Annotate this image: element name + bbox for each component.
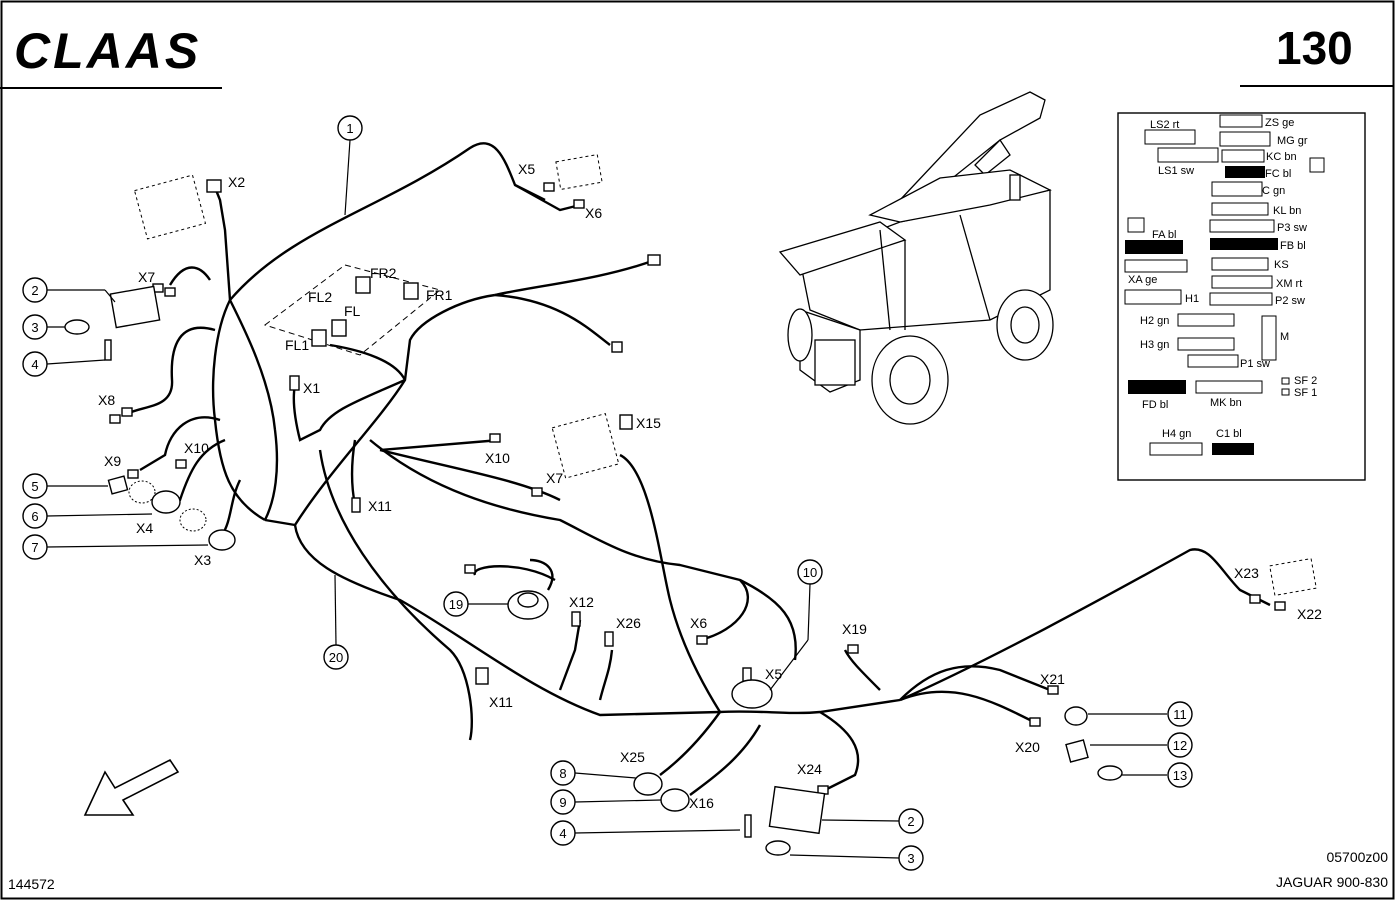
svg-text:X15: X15 [636, 415, 661, 431]
svg-text:8: 8 [559, 766, 566, 781]
svg-text:H2 gn: H2 gn [1140, 315, 1169, 327]
connector-group-box [263, 264, 442, 356]
svg-text:X2: X2 [228, 174, 245, 190]
svg-text:LS1 sw: LS1 sw [1158, 165, 1194, 177]
svg-text:X6: X6 [690, 615, 707, 631]
connector-labels: X2 X5 X6 X7 X8 X9 X10 X4 X3 X1 FR2 FR1 F… [98, 161, 1322, 811]
svg-text:X11: X11 [368, 498, 392, 514]
svg-text:C1 bl: C1 bl [1216, 428, 1242, 440]
svg-text:X3: X3 [194, 552, 211, 568]
svg-text:FR1: FR1 [426, 287, 453, 303]
svg-text:H3 gn: H3 gn [1140, 339, 1169, 351]
svg-text:FA bl: FA bl [1152, 229, 1176, 241]
svg-text:FC bl: FC bl [1265, 168, 1291, 180]
svg-text:10: 10 [803, 565, 817, 580]
svg-text:X10: X10 [184, 440, 209, 456]
reference-code: 05700z00 [1326, 849, 1388, 865]
drawing-id: 144572 [8, 876, 55, 892]
svg-text:XM rt: XM rt [1276, 278, 1302, 290]
svg-text:H4 gn: H4 gn [1162, 428, 1191, 440]
svg-text:X12: X12 [569, 594, 594, 610]
connector-plugs [109, 179, 1286, 795]
svg-text:4: 4 [559, 826, 566, 841]
svg-text:X25: X25 [620, 749, 645, 765]
harness-main [124, 142, 1271, 796]
svg-text:P2 sw: P2 sw [1275, 295, 1305, 307]
svg-text:H1: H1 [1185, 293, 1199, 305]
svg-text:7: 7 [31, 540, 38, 555]
svg-text:11: 11 [1173, 707, 1187, 722]
svg-text:KS: KS [1274, 259, 1289, 271]
svg-text:2: 2 [31, 283, 38, 298]
svg-text:X5: X5 [518, 161, 535, 177]
svg-text:X20: X20 [1015, 739, 1040, 755]
svg-text:X10: X10 [485, 450, 510, 466]
page-number: 130 [1276, 22, 1353, 74]
svg-text:X5: X5 [765, 666, 782, 682]
svg-text:X19: X19 [842, 621, 867, 637]
svg-text:19: 19 [449, 597, 463, 612]
svg-text:FB bl: FB bl [1280, 240, 1306, 252]
components [64, 285, 1123, 856]
svg-text:ZS ge: ZS ge [1265, 117, 1294, 129]
harvester-illustration [778, 91, 1054, 425]
claas-logo: CLAAS [14, 23, 201, 79]
svg-text:P3 sw: P3 sw [1277, 222, 1307, 234]
svg-text:X1: X1 [303, 380, 320, 396]
svg-text:X7: X7 [546, 470, 563, 486]
svg-text:1: 1 [346, 121, 353, 136]
svg-text:X16: X16 [689, 795, 714, 811]
svg-text:X6: X6 [585, 205, 602, 221]
svg-text:X9: X9 [104, 453, 121, 469]
brand-logo-text: CLAAS [14, 23, 201, 79]
svg-text:12: 12 [1173, 738, 1187, 753]
svg-text:X23: X23 [1234, 565, 1259, 581]
svg-text:5: 5 [31, 479, 38, 494]
svg-text:FR2: FR2 [370, 265, 397, 281]
fuse-panel-legend: LS2 rt ZS ge MG gr KC bn LS1 sw FC bl C … [1117, 112, 1366, 481]
svg-text:3: 3 [31, 320, 38, 335]
svg-text:20: 20 [329, 650, 343, 665]
svg-text:M: M [1280, 331, 1289, 343]
svg-text:X24: X24 [797, 761, 822, 777]
model-name: JAGUAR 900-830 [1276, 874, 1388, 890]
svg-text:2: 2 [907, 814, 914, 829]
svg-text:X21: X21 [1040, 671, 1065, 687]
svg-text:SF 1: SF 1 [1294, 387, 1317, 399]
lamp-housings [133, 153, 1317, 596]
svg-text:FD bl: FD bl [1142, 399, 1168, 411]
svg-text:3: 3 [907, 851, 914, 866]
svg-text:FL1: FL1 [285, 337, 309, 353]
svg-text:LS2 rt: LS2 rt [1150, 119, 1179, 131]
svg-text:KL bn: KL bn [1273, 205, 1301, 217]
leader-lines [46, 139, 1167, 859]
svg-text:MG gr: MG gr [1277, 135, 1308, 147]
svg-text:4: 4 [31, 357, 38, 372]
svg-text:P1 sw: P1 sw [1240, 358, 1270, 370]
svg-text:X11: X11 [489, 694, 513, 710]
svg-text:X8: X8 [98, 392, 115, 408]
direction-arrow-icon [83, 758, 180, 816]
svg-text:X4: X4 [136, 520, 153, 536]
svg-text:SF 2: SF 2 [1294, 375, 1317, 387]
svg-text:C gn: C gn [1262, 185, 1285, 197]
svg-text:X26: X26 [616, 615, 641, 631]
svg-text:FL2: FL2 [308, 289, 332, 305]
svg-text:13: 13 [1173, 768, 1187, 783]
svg-text:KC bn: KC bn [1266, 151, 1297, 163]
svg-text:X22: X22 [1297, 606, 1322, 622]
svg-text:XA ge: XA ge [1128, 274, 1157, 286]
svg-text:X7: X7 [138, 269, 155, 285]
svg-text:6: 6 [31, 509, 38, 524]
callout-circles: 1 2 3 4 5 6 7 8 9 10 11 12 13 19 20 2 3 … [22, 115, 1193, 871]
svg-text:9: 9 [559, 795, 566, 810]
svg-text:FL: FL [344, 303, 361, 319]
svg-text:MK bn: MK bn [1210, 397, 1242, 409]
